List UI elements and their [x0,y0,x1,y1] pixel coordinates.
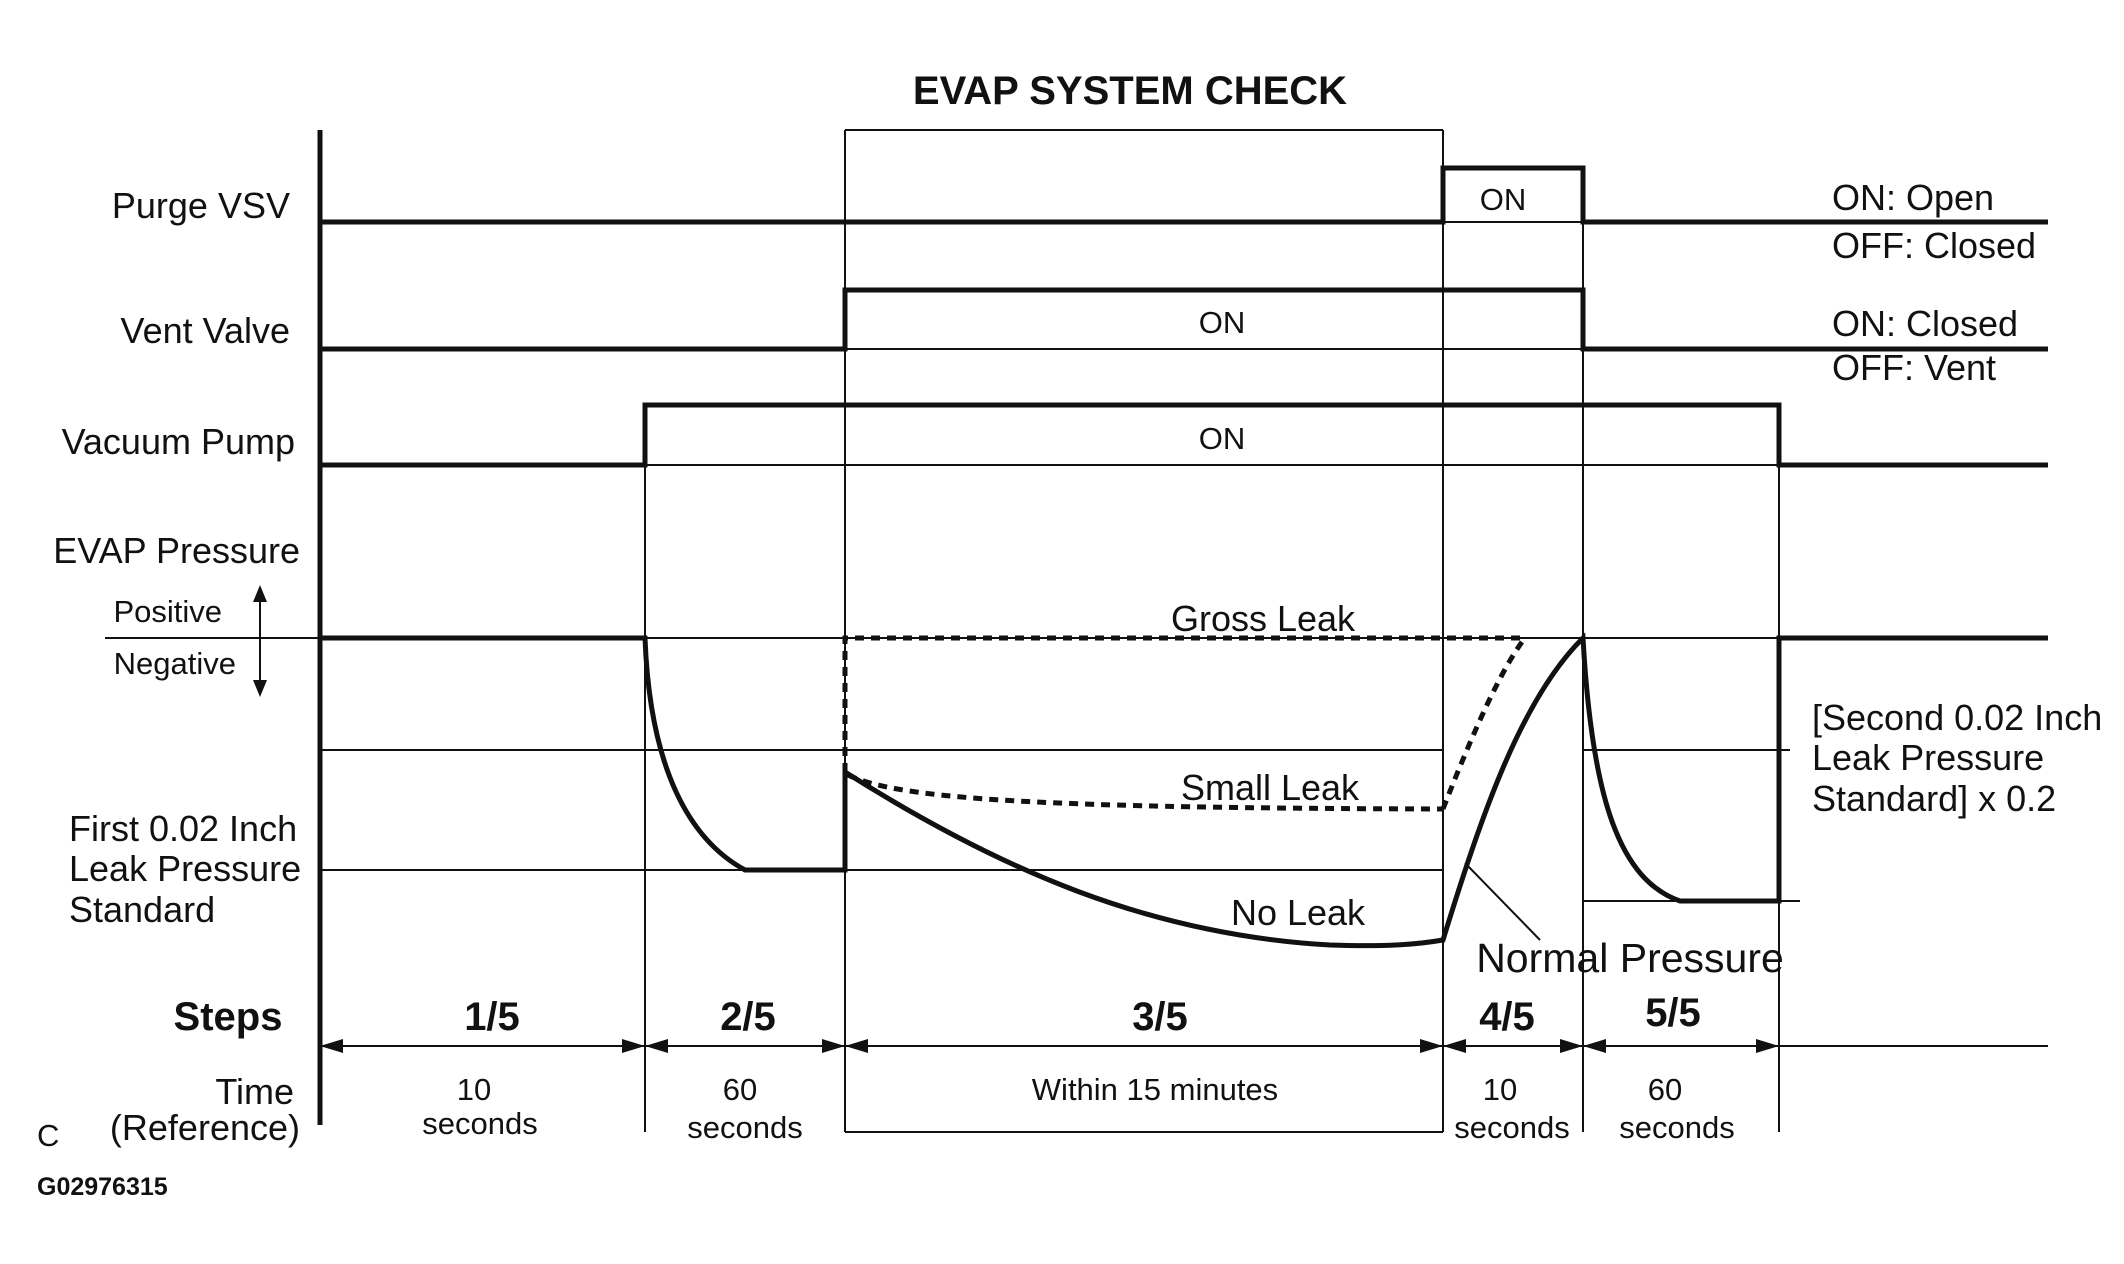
gross-leak-curve [842,635,1525,772]
vent-valve-legend-off: OFF: Vent [1832,347,1996,388]
normal-pressure-rise-curve [1440,636,1527,810]
gross-leak-label: Gross Leak [1171,598,1356,639]
time-label-line2: (Reference) [110,1107,300,1148]
diagram-title: EVAP SYSTEM CHECK [913,69,1347,113]
time-4-line2: seconds [1454,1110,1569,1145]
first-standard-line1: First 0.02 Inch [69,808,297,849]
pressure-baseline-curve [320,632,2048,949]
first-standard-line2: Leak Pressure [69,848,301,889]
purge-vsv-signal [320,165,2048,225]
time-3-line1: Within 15 minutes [1032,1072,1278,1107]
time-5-line1: 60 [1648,1072,1682,1107]
no-leak-label: No Leak [1231,892,1366,933]
corner-mark: C [37,1118,59,1153]
step-1: 1/5 [464,995,520,1039]
step-4: 4/5 [1479,995,1535,1039]
purge-vsv-label: Purge VSV [112,185,290,226]
first-standard-line3: Standard [69,889,215,930]
time-4-line1: 10 [1483,1072,1517,1107]
normal-pressure-label: Normal Pressure [1476,935,1784,981]
step-3: 3/5 [1132,995,1188,1039]
time-5-line2: seconds [1619,1110,1734,1145]
positive-negative-arrow-icon [253,585,267,697]
vacuum-pump-label: Vacuum Pump [62,421,295,462]
second-standard-line1: [Second 0.02 Inch [1812,697,2102,738]
vacuum-pump-on-text: ON [1199,421,1246,456]
vent-valve-on-text: ON [1199,305,1246,340]
vent-valve-signal [320,287,2048,352]
evap-pressure-label: EVAP Pressure [53,530,300,571]
time-2-line2: seconds [687,1110,802,1145]
step-2: 2/5 [720,995,776,1039]
purge-vsv-legend-on: ON: Open [1832,177,1994,218]
vent-valve-label: Vent Valve [121,310,290,351]
vent-valve-legend-on: ON: Closed [1832,303,2018,344]
reference-lines [105,221,2048,902]
time-2-line1: 60 [723,1072,757,1107]
positive-label: Positive [113,594,222,629]
purge-vsv-on-text: ON [1480,182,1527,217]
steps-label: Steps [174,995,283,1039]
step-5: 5/5 [1645,991,1701,1035]
time-label-line1: Time [215,1071,294,1112]
purge-vsv-legend-off: OFF: Closed [1832,225,2036,266]
time-1-line1: 10 [457,1072,491,1107]
second-standard-line2: Leak Pressure [1812,737,2044,778]
second-standard-line3: Standard] x 0.2 [1812,778,2056,819]
figure-code: G02976315 [37,1173,168,1201]
time-1-line2: seconds [422,1106,537,1141]
normal-pressure-leader [1464,862,1541,941]
step-ticks [1442,990,1584,1132]
small-leak-label: Small Leak [1181,767,1360,808]
timeline-arrows [320,1039,2048,1053]
negative-label: Negative [114,646,236,681]
vacuum-pump-signal [320,402,2048,468]
